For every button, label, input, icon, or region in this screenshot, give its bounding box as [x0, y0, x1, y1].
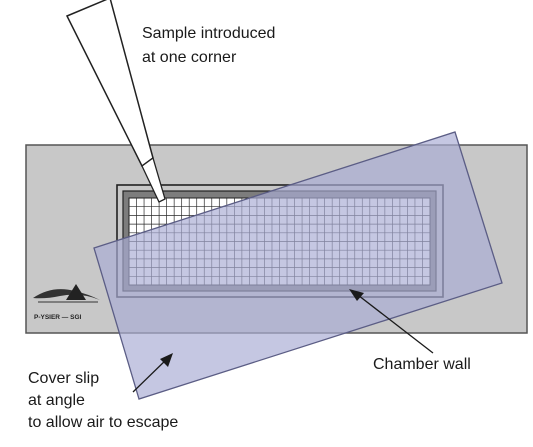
cover-slip-label-line2: at angle	[28, 392, 85, 409]
manufacturer-logo: P-YSIER — SGI	[33, 284, 100, 321]
cover-slip-arrow	[132, 353, 173, 393]
logo-swoosh-icon	[33, 289, 100, 300]
sample-label-line2: at one corner	[142, 49, 237, 66]
pipette-body	[65, 0, 154, 168]
cover-slip	[93, 131, 503, 400]
logo-text: P-YSIER — SGI	[34, 314, 82, 321]
chamber-wall-arrow	[349, 289, 434, 354]
pipette	[65, 0, 166, 203]
cover-slip-label-line1: Cover slip	[28, 370, 99, 387]
chamber-wall-label: Chamber wall	[373, 356, 471, 373]
sample-label-line1: Sample introduced	[142, 25, 275, 42]
pipette-tip	[141, 156, 166, 203]
logo-triangle-icon	[66, 284, 86, 300]
cover-slip-label-line3: to allow air to escape	[28, 414, 178, 431]
